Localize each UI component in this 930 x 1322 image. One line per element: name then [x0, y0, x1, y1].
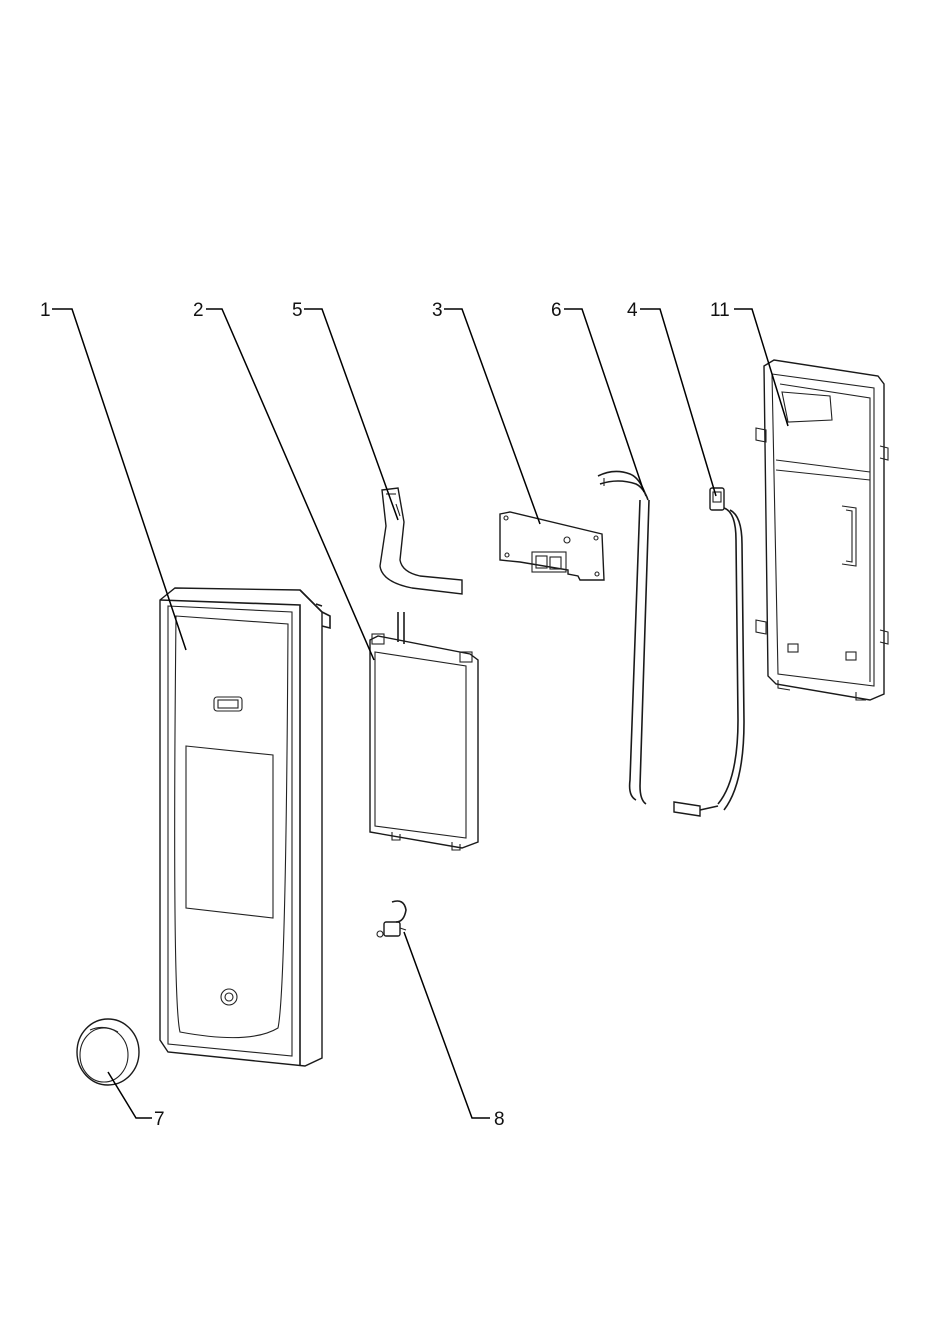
part-5-ribbon-cable	[379, 487, 463, 595]
callout-label-2: 2	[193, 300, 204, 321]
part-7-knob	[76, 1018, 140, 1086]
part-6-wire-harness	[597, 470, 650, 805]
callout-labels: 1 2 5 3 6 4 11 7 8	[40, 300, 730, 1130]
callout-label-7: 7	[154, 1109, 165, 1130]
callout-label-1: 1	[40, 300, 51, 321]
part-2-display-module	[369, 612, 479, 851]
callout-label-8: 8	[494, 1109, 505, 1130]
part-8-switch	[376, 900, 407, 938]
callout-leaders	[52, 308, 789, 1119]
part-1-front-panel	[159, 587, 331, 1067]
callout-label-11: 11	[710, 300, 730, 321]
callout-label-6: 6	[551, 300, 562, 321]
part-4-sensor-cable	[673, 487, 745, 817]
callout-label-3: 3	[432, 300, 443, 321]
part-3-control-board	[499, 511, 605, 581]
callout-label-4: 4	[627, 300, 638, 321]
part-11-rear-housing	[755, 359, 889, 701]
callout-label-5: 5	[292, 300, 303, 321]
